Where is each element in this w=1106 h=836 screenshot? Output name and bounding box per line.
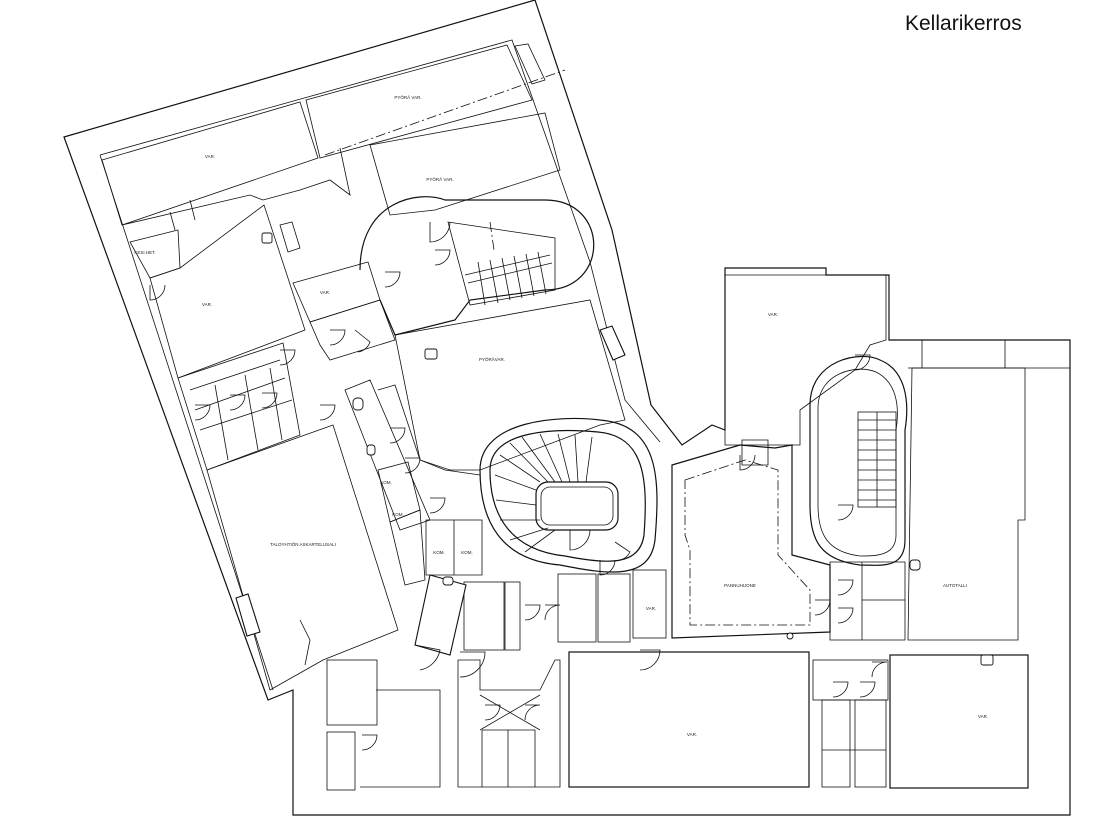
room-label: TALOYHTIÖN ASKARTELUSALI (270, 541, 336, 547)
page-title: Kellarikerros (905, 12, 1022, 35)
left-rooms (129, 204, 399, 691)
sink-icon (366, 444, 376, 456)
room-label: KOM. (380, 480, 392, 485)
room-label: KOM. (461, 550, 473, 555)
right-rooms (724, 274, 1070, 641)
floor-drain-icon (786, 632, 794, 640)
bottom-rooms (326, 651, 1029, 791)
room-label: VAR. (320, 290, 330, 295)
room-label: KOM. (433, 550, 445, 555)
toilet-icon (352, 397, 364, 411)
center-left-rooms (279, 221, 483, 586)
room-label: VAR. (646, 606, 656, 611)
room-label: VAR. (768, 312, 778, 317)
room-label: VAR. (205, 154, 215, 159)
right-stair-tower (809, 355, 908, 566)
doors (149, 221, 888, 751)
boiler-room (671, 439, 831, 639)
upper-stair-hall (359, 196, 595, 336)
room-label: VAR. (202, 302, 212, 307)
middle-small-rooms (414, 569, 667, 656)
room-label: KOM. (392, 512, 404, 517)
room-label: VAR. (978, 714, 988, 719)
central-oval-stair (479, 417, 658, 573)
room-label: PANNUHUONE (724, 583, 756, 588)
sink-icon (261, 232, 273, 244)
room-label: KESI.HET. (134, 250, 155, 255)
room-label: VAR. (687, 732, 697, 737)
room-label: PYÖRÄ VAR. (426, 176, 453, 182)
room-label: PYÖRÄ VAR. (394, 94, 421, 100)
fixtures (261, 232, 994, 666)
sink-icon (442, 576, 454, 586)
outer-walls (63, 0, 1071, 816)
bike-storage-center (394, 299, 626, 471)
top-wing-rooms (101, 43, 566, 231)
room-label: AUTOTALLI (943, 583, 967, 588)
room-label: PYÖRÄVAR. (479, 356, 505, 362)
sink-icon (980, 654, 994, 666)
room-labels: VAR. PYÖRÄ VAR. PYÖRÄ VAR. KESI.HET. VAR… (134, 94, 988, 737)
sink-icon (909, 559, 921, 571)
sink-icon (424, 348, 438, 360)
